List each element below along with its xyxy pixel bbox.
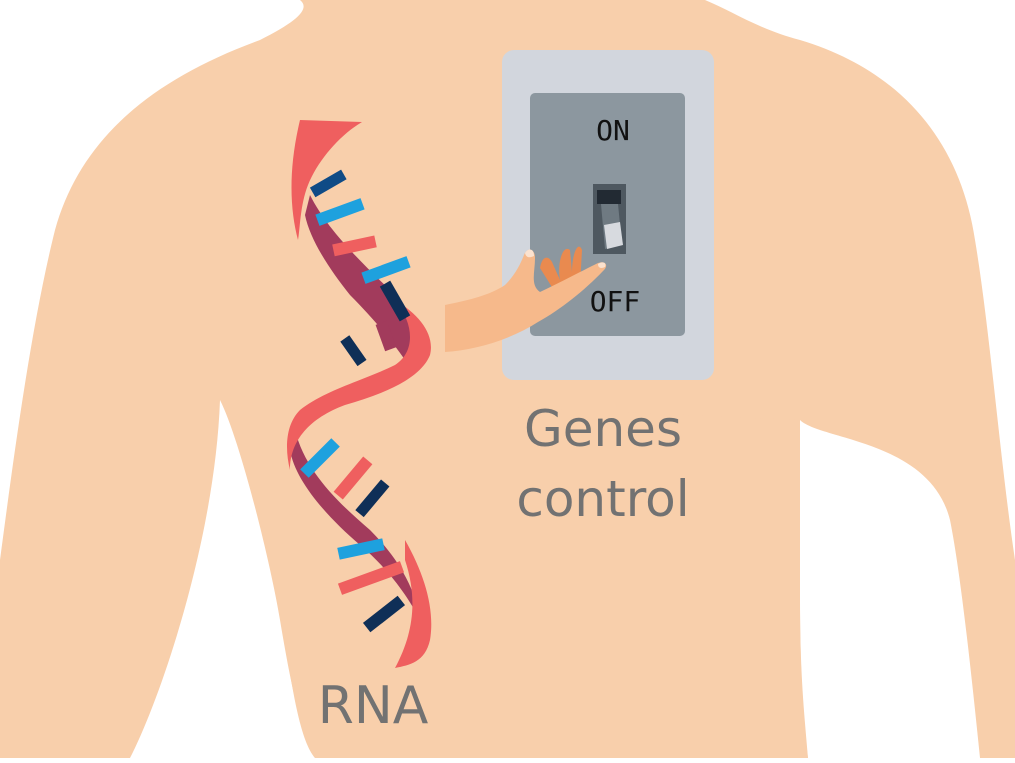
base-pair: [315, 198, 365, 226]
rna-strand-front-mid: [287, 300, 431, 470]
light-switch[interactable]: ON OFF: [502, 50, 714, 380]
genes-label-line1: Genes: [524, 400, 682, 458]
toggle-lever[interactable]: [593, 184, 626, 254]
switch-off-label: OFF: [590, 285, 641, 318]
rna-strand-back: [305, 195, 415, 360]
base-pair: [355, 479, 390, 518]
base-pair: [362, 595, 406, 633]
base-pair: [333, 456, 373, 500]
hand: [445, 246, 607, 352]
finger-nail: [598, 262, 606, 268]
base-pair: [340, 335, 367, 367]
torso-body: [220, 395, 808, 758]
base-pair: [361, 256, 411, 284]
rna-strand-front: [291, 120, 362, 240]
thumb-nail: [525, 249, 534, 258]
toggle-lever-face: [604, 222, 623, 249]
base-pair: [337, 538, 385, 560]
switch-on-label: ON: [596, 114, 630, 147]
rna-strand-back-lower: [290, 430, 420, 620]
base-pair: [300, 438, 340, 478]
rna-helix: [287, 120, 432, 668]
genes-label-line2: control: [516, 470, 689, 528]
base-pair: [332, 235, 377, 257]
base-pair: [375, 320, 397, 352]
base-pair: [379, 280, 411, 322]
rna-label: RNA: [318, 676, 429, 736]
base-pair: [337, 561, 405, 595]
toggle-slot: [597, 190, 621, 204]
hand-palm: [445, 249, 607, 352]
base-pair: [309, 169, 347, 198]
rna-strand-front-lower: [395, 540, 432, 668]
